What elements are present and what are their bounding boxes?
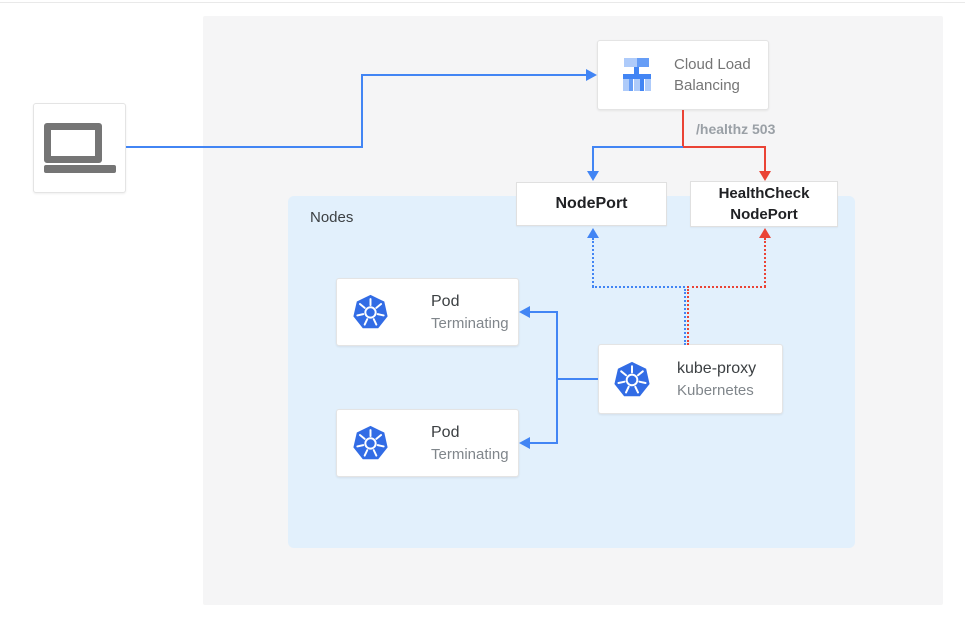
kubernetes-icon <box>353 425 388 460</box>
laptop-icon <box>43 123 116 173</box>
client-card <box>33 103 126 193</box>
traffic-line-laptop-vertical <box>361 74 363 148</box>
line-to-pod-2 <box>528 442 558 444</box>
dotted-arrowhead-into-healthcheck <box>759 228 771 238</box>
kubernetes-icon <box>353 294 388 329</box>
dotted-line-to-healthcheck-vertical <box>764 238 766 287</box>
pod-title: Pod <box>431 424 460 441</box>
healthcheck-line-horizontal <box>682 146 766 148</box>
cloud-load-balancing-label: Cloud Load Balancing <box>674 56 751 94</box>
healthz-status-label: /healthz 503 <box>696 121 776 137</box>
load-balancer-icon <box>623 58 651 91</box>
kubernetes-icon <box>614 361 650 396</box>
kube-proxy-dotted-stem-red <box>687 289 689 345</box>
arrowhead-into-clb <box>586 69 597 81</box>
dotted-line-to-nodeport-vertical <box>592 238 594 287</box>
traffic-line-laptop-horizontal <box>126 146 363 148</box>
healthcheck-line-from-clb <box>682 110 684 148</box>
top-divider <box>0 2 965 3</box>
pod-card-2: Pod Terminating <box>336 409 519 477</box>
dotted-arrowhead-into-nodeport <box>587 228 599 238</box>
healthcheck-nodeport-box: HealthCheck NodePort <box>690 181 838 227</box>
line-to-pod-1 <box>528 311 558 313</box>
cloud-load-balancing-card: Cloud Load Balancing <box>597 40 769 110</box>
kube-proxy-dotted-stem-blue <box>684 289 686 345</box>
kube-proxy-subtitle: Kubernetes <box>677 382 754 399</box>
arrowhead-into-healthcheck-nodeport <box>759 171 771 181</box>
traffic-line-branch-horizontal <box>592 146 683 148</box>
kube-proxy-line-vertical <box>556 311 558 444</box>
pod-card-1: Pod Terminating <box>336 278 519 346</box>
kube-proxy-title: kube-proxy <box>677 360 757 377</box>
pod-status: Terminating <box>431 315 509 332</box>
arrowhead-into-pod-2 <box>519 437 530 449</box>
dotted-line-to-nodeport-horizontal <box>592 286 685 288</box>
traffic-line-to-clb <box>361 74 586 76</box>
nodes-panel-label: Nodes <box>310 209 354 226</box>
healthcheck-line-vertical <box>764 146 766 172</box>
arrowhead-into-nodeport <box>587 171 599 181</box>
pod-title: Pod <box>431 293 460 310</box>
arrowhead-into-pod-1 <box>519 306 530 318</box>
kube-proxy-card: kube-proxy Kubernetes <box>598 344 783 414</box>
kube-proxy-line-out <box>557 378 598 380</box>
traffic-line-branch-vertical <box>592 146 594 172</box>
dotted-line-to-healthcheck-horizontal <box>687 286 766 288</box>
pod-status: Terminating <box>431 446 509 463</box>
nodeport-box: NodePort <box>516 182 667 226</box>
